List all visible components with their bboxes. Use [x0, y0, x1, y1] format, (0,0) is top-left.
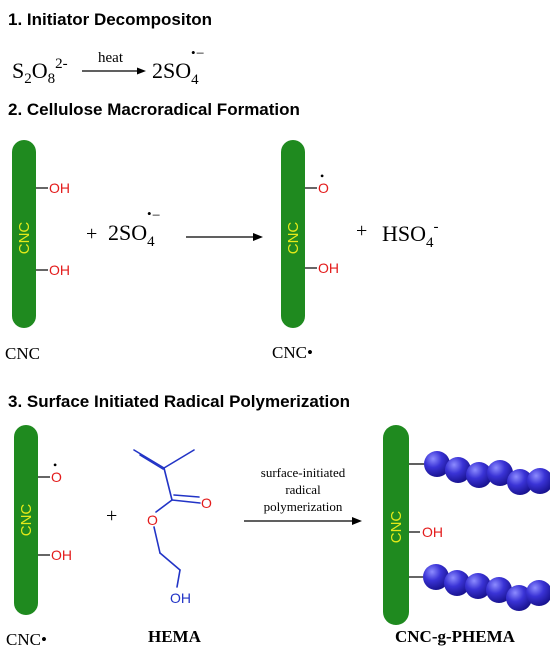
- ester-oxygen: O: [147, 512, 158, 528]
- radical-dot: •: [53, 458, 57, 472]
- persulfate-o: O: [32, 58, 48, 83]
- sulfate-radical-dot: •: [147, 206, 152, 221]
- hydroxyl-bond: [176, 569, 181, 588]
- polymer-bead: [527, 468, 550, 494]
- polymer-bead: [486, 577, 512, 603]
- polymer-bead: [424, 451, 450, 477]
- caption-cnc-radical: CNC•: [272, 343, 313, 362]
- cnc-rod-left: CNC OH OH: [12, 140, 70, 328]
- sulfate-main: 2SO: [108, 220, 147, 245]
- plus-sign: +: [356, 220, 367, 242]
- ether-bond: [153, 526, 161, 554]
- hydroxyl-group: OH: [49, 262, 70, 278]
- cnc-rod-body: [281, 140, 305, 328]
- sulfate-main: 2SO: [152, 58, 191, 83]
- cnc-rod-label: CNC: [285, 222, 302, 255]
- bisulfate-formula: HSO4-: [382, 219, 439, 251]
- ester-bond: [155, 499, 173, 513]
- cnc-rod-radical-left: CNC O • OH: [14, 425, 72, 615]
- polymer-chain: [423, 564, 550, 611]
- polymer-bead: [487, 460, 513, 486]
- polymer-bead: [526, 580, 550, 606]
- section2-title: 2. Cellulose Macroradical Formation: [8, 100, 300, 119]
- bisulfate-sub: 4: [426, 235, 434, 251]
- caption-hema: HEMA: [148, 627, 202, 646]
- cnc-rod-body: [383, 425, 409, 625]
- methyl-bond: [163, 449, 195, 469]
- sulfate-reagent-formula: 2SO4: [108, 220, 155, 250]
- bisulfate-main: HSO: [382, 221, 426, 246]
- arrow-label-line1: surface-initiated: [261, 465, 346, 480]
- caption-cnc-radical: CNC•: [6, 630, 47, 649]
- sulfate-charge: −: [196, 46, 204, 62]
- persulfate-charge: 2-: [55, 56, 68, 72]
- cnc-rod-label: CNC: [388, 511, 405, 544]
- cnc-rod-label: CNC: [18, 504, 35, 537]
- ethylene-bond: [159, 552, 181, 571]
- carbonyl-bond-outer: [171, 499, 201, 504]
- plus-sign: +: [86, 223, 97, 245]
- cnc-rod-body: [14, 425, 38, 615]
- double-bond-outer: [133, 449, 165, 469]
- polymer-chain: [424, 451, 550, 495]
- cnc-rod-body: [12, 140, 36, 328]
- hema-molecule: [133, 449, 201, 588]
- initiator-reaction: S2O82- heat 2SO4 • −: [12, 45, 204, 88]
- polymer-bead: [507, 469, 533, 495]
- polymer-bead: [445, 457, 471, 483]
- sulfate-sub: 4: [191, 72, 199, 88]
- hydroxyl-group: OH: [51, 547, 72, 563]
- hydroxyl-group: OH: [422, 524, 443, 540]
- caption-cnc-g-phema: CNC-g-PHEMA: [395, 627, 516, 646]
- arrow-label-line3: polymerization: [264, 499, 343, 514]
- polymer-bead: [465, 573, 491, 599]
- polymerization-arrow-head: [352, 517, 362, 525]
- persulfate-sub1: 2: [24, 71, 32, 87]
- oxygen-radical: O: [318, 180, 329, 196]
- cnc-g-phema: CNC OH: [383, 425, 550, 625]
- heat-label: heat: [98, 50, 124, 66]
- heat-arrow-head: [137, 67, 146, 75]
- arrow-label-line2: radical: [285, 482, 321, 497]
- hydroxyl-group: OH: [318, 260, 339, 276]
- sulfate-sub: 4: [147, 234, 155, 250]
- persulfate-sub2: 8: [48, 71, 56, 87]
- carbonyl-oxygen: O: [201, 495, 212, 511]
- polymer-bead: [506, 585, 532, 611]
- polymer-bead: [423, 564, 449, 590]
- sulfate-radical-dot: •: [191, 45, 196, 60]
- hema-hydroxyl: OH: [170, 590, 191, 606]
- oxygen-radical: O: [51, 469, 62, 485]
- cnc-rod-label: CNC: [16, 222, 33, 255]
- sulfate-radical-formula: 2SO4: [152, 58, 199, 88]
- reaction-arrow-head: [253, 233, 263, 241]
- persulfate-formula: S2O82-: [12, 56, 68, 87]
- cnc-rod-radical: CNC O • OH: [281, 140, 339, 328]
- section1-title: 1. Initiator Decompositon: [8, 10, 212, 29]
- polymer-bead: [444, 570, 470, 596]
- hydroxyl-group: OH: [49, 180, 70, 196]
- double-bond-inner: [139, 454, 164, 470]
- caption-cnc: CNC: [5, 344, 40, 363]
- radical-dot: •: [320, 169, 324, 183]
- plus-sign: +: [106, 505, 117, 527]
- section3-title: 3. Surface Initiated Radical Polymerizat…: [8, 392, 350, 411]
- bisulfate-charge: -: [434, 219, 439, 235]
- sulfate-charge: −: [152, 208, 160, 224]
- persulfate-s: S: [12, 58, 24, 83]
- carbonyl-bond-inner: [173, 494, 200, 498]
- backbone-bond: [163, 467, 173, 501]
- polymer-bead: [466, 462, 492, 488]
